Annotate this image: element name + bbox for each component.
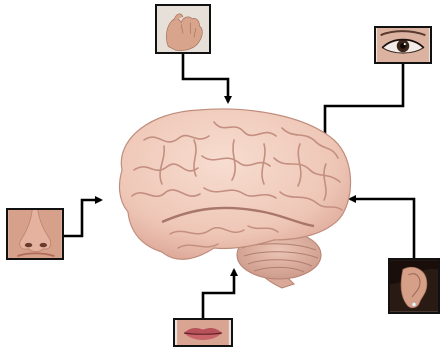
ear-icon [390, 260, 438, 312]
eye-icon [376, 28, 430, 62]
ear-photo [388, 258, 440, 314]
mouth-photo [173, 318, 233, 347]
hand-icon [157, 6, 209, 52]
mouth-icon [175, 320, 231, 345]
brain-illustration [104, 100, 358, 300]
eye-photo [374, 26, 432, 64]
hand-photo [155, 4, 211, 54]
hand-to-brain-arrow [183, 54, 228, 102]
nose-icon [8, 210, 62, 258]
ear-to-brain-arrow [350, 199, 414, 258]
nose-photo [6, 208, 64, 260]
nose-to-brain-arrow [64, 200, 101, 236]
